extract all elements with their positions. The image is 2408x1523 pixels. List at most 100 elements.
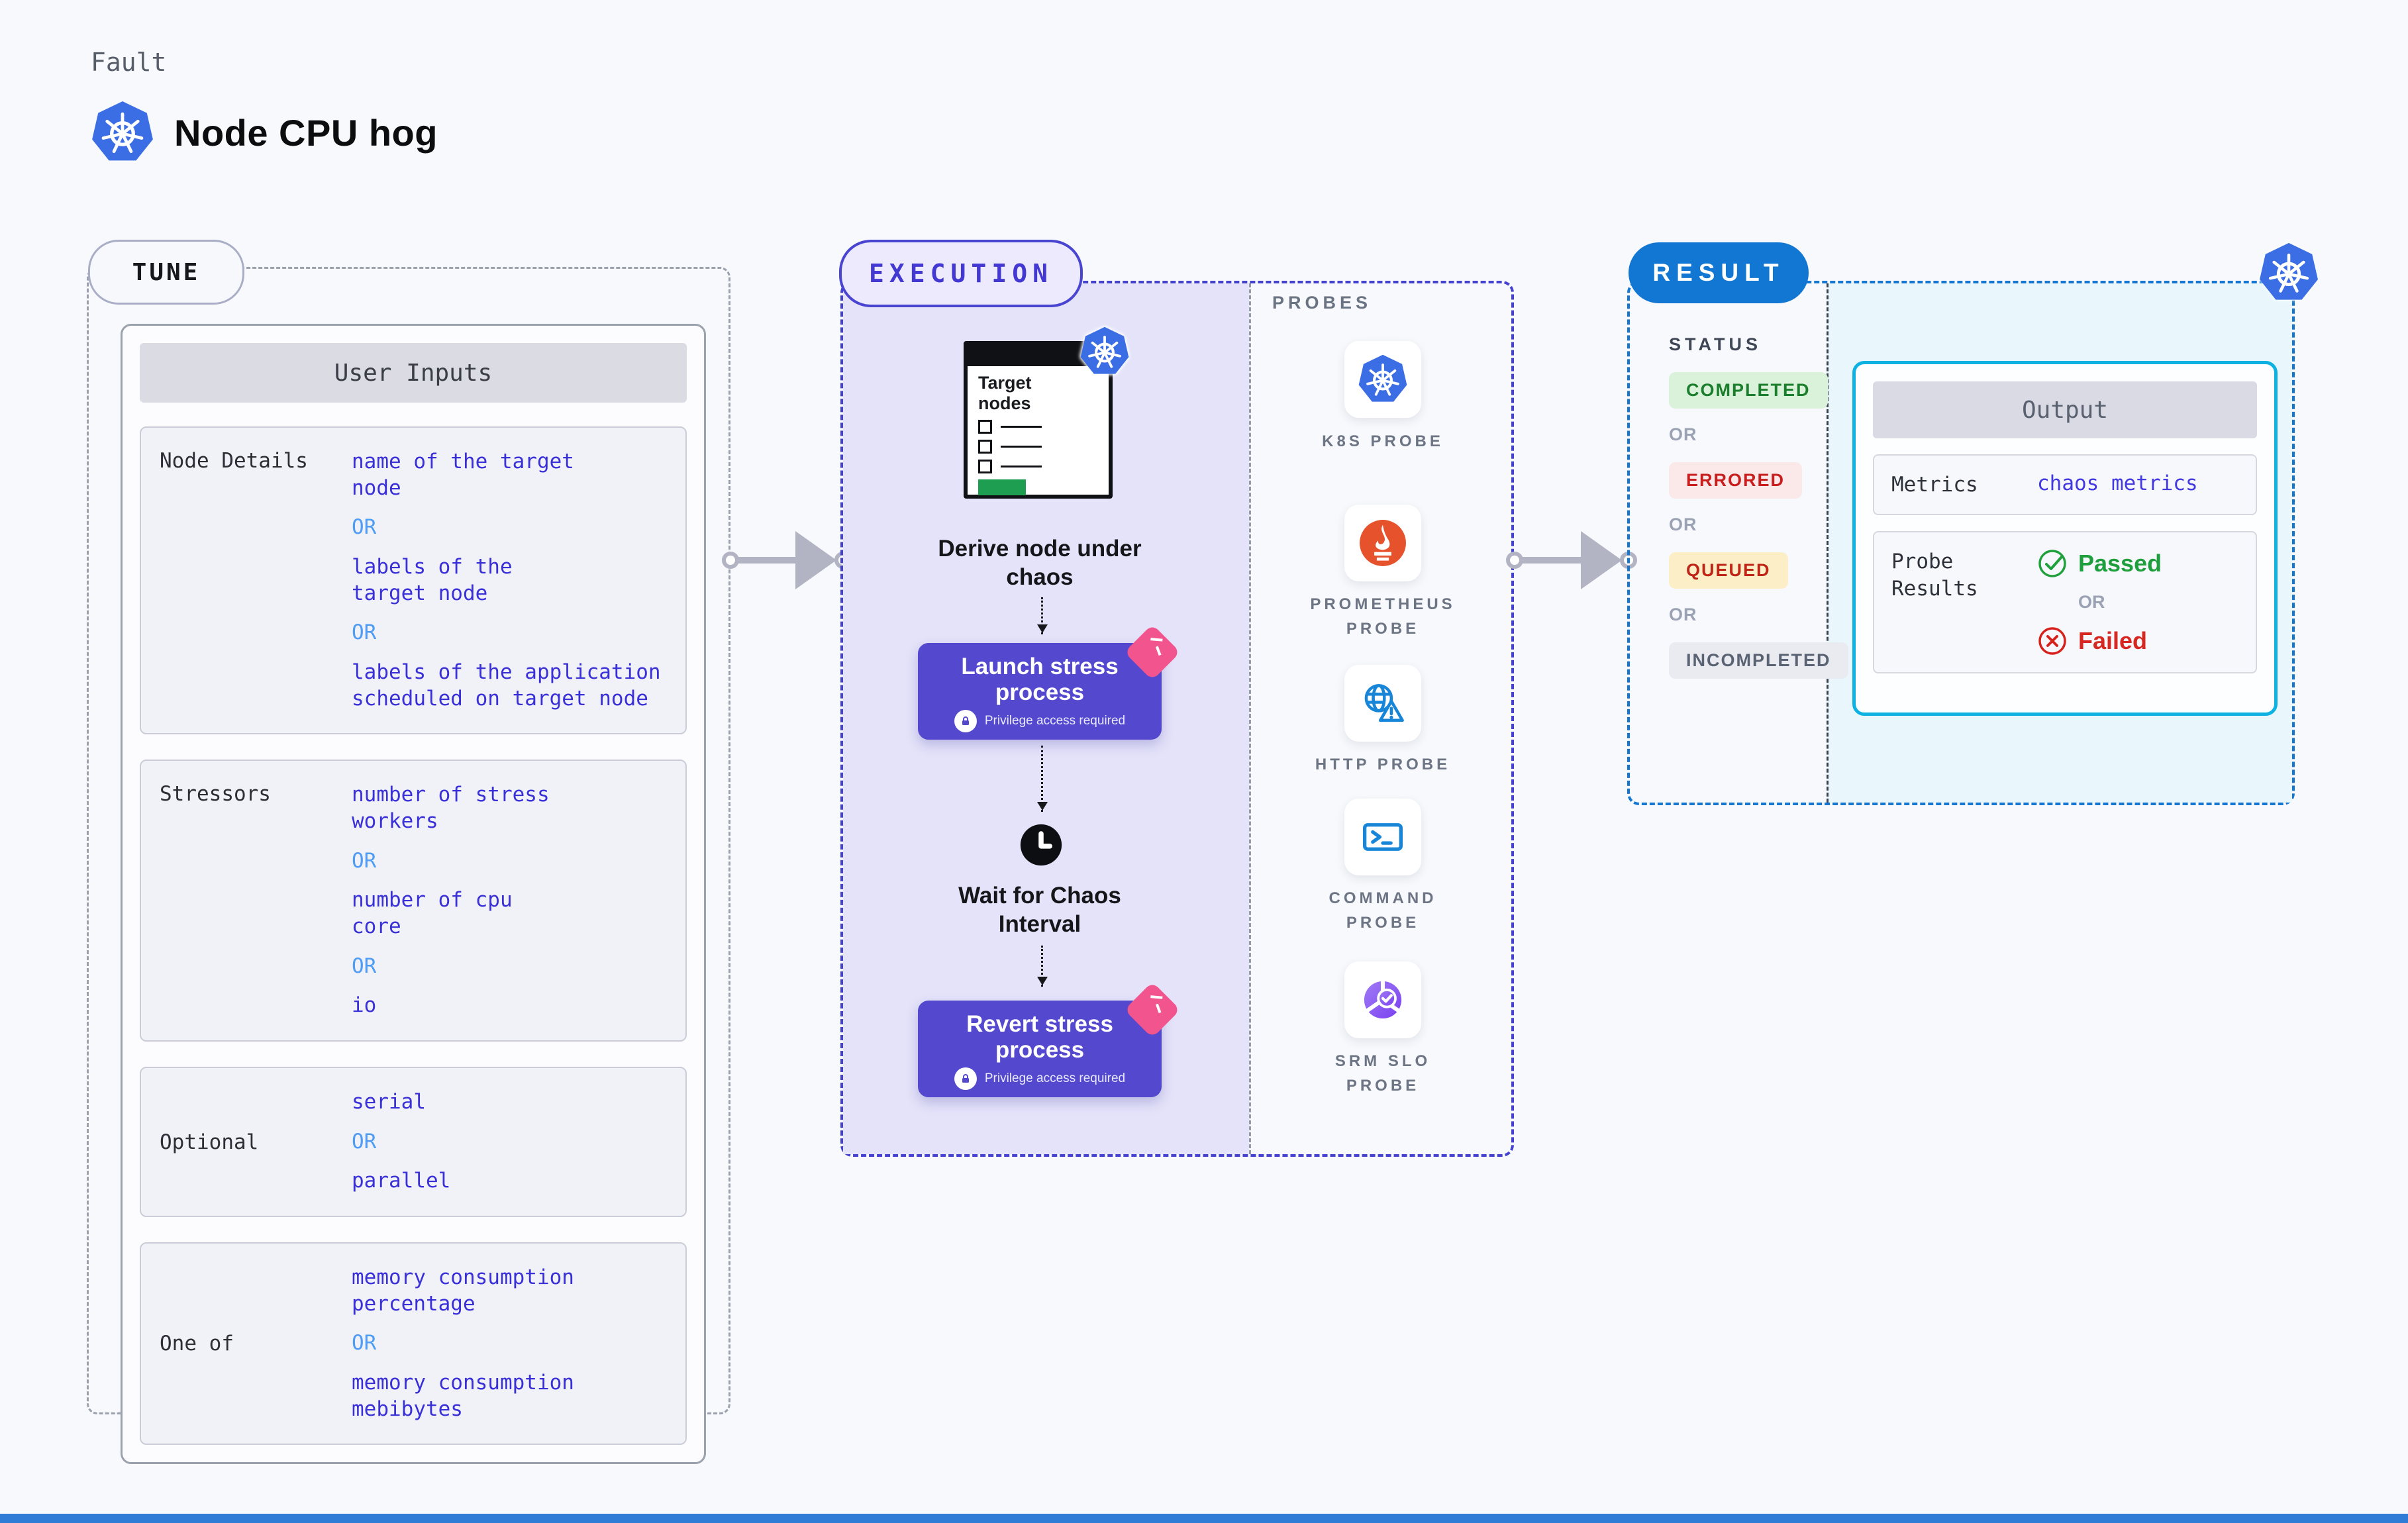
globe-alert-icon [1364, 684, 1404, 722]
row-values: number of stress workers OR number of cp… [352, 782, 550, 1019]
check-circle-icon [2038, 550, 2066, 578]
command-probe-label: COMMAND PROBE [1329, 889, 1437, 932]
or-label: OR [352, 620, 377, 645]
status-column: STATUS COMPLETED OR ERRORED OR QUEUED OR… [1669, 334, 1848, 679]
command-probe-card [1344, 799, 1421, 875]
srm-slo-probe-card [1344, 961, 1421, 1038]
launch-stress-button[interactable]: Launch stress process Privilege access r… [918, 624, 1181, 740]
checkbox-row [978, 420, 1098, 434]
probes-partition-line [1249, 283, 1251, 1154]
slo-donut-icon [1364, 979, 1402, 1019]
checkbox-icon [978, 420, 992, 434]
failed-label: Failed [2078, 627, 2148, 655]
row-values: serial OR parallel [352, 1089, 450, 1195]
row-one-of: One of memory consumption percentage OR … [140, 1242, 687, 1446]
status-badge-completed: COMPLETED [1669, 372, 1828, 409]
row-label: One of [160, 1332, 234, 1356]
kubernetes-icon [1358, 354, 1408, 405]
privilege-note: Privilege access required [984, 1071, 1126, 1086]
target-nodes-card: Target nodes [964, 341, 1113, 499]
k8s-probe-card [1344, 341, 1421, 418]
http-probe-label: HTTP PROBE [1315, 756, 1451, 773]
row-values: name of the target node OR labels of the… [352, 449, 661, 712]
wait-chaos-caption: Wait for Chaos Interval [958, 883, 1121, 937]
value: parallel [352, 1169, 451, 1193]
status-badge-errored: ERRORED [1669, 462, 1803, 499]
checkbox-icon [978, 440, 992, 454]
status-badge-incompleted: INCOMPLETED [1669, 642, 1848, 679]
checkbox-row [978, 460, 1098, 474]
metrics-value: chaos metrics [2037, 471, 2198, 495]
or-label: OR [1669, 424, 1697, 444]
value: io [352, 993, 377, 1018]
failed-line: Failed [2037, 626, 2162, 656]
page-header: Node CPU hog [91, 101, 438, 164]
row-stressors: Stressors number of stress workers OR nu… [140, 760, 687, 1042]
kubernetes-icon [1079, 326, 1130, 377]
dotted-arrow [1037, 946, 1048, 987]
result-pill[interactable]: RESULT [1629, 242, 1809, 303]
or-label: OR [352, 954, 377, 978]
probes-label: PROBES [1272, 293, 1372, 313]
passed-label: Passed [2078, 550, 2162, 577]
value: memory consumption percentage [352, 1265, 574, 1316]
or-label: OR [2078, 592, 2105, 613]
row-label: Node Details [160, 449, 308, 473]
user-inputs-header: User Inputs [140, 343, 687, 403]
revert-stress-button[interactable]: Revert stress process Privilege access r… [918, 981, 1181, 1097]
prometheus-icon [1360, 520, 1406, 566]
execution-pill[interactable]: EXECUTION [839, 240, 1083, 307]
srm-slo-probe-label: SRM SLO PROBE [1334, 1052, 1431, 1095]
metrics-row: Metrics chaos metrics [1873, 454, 2257, 516]
derive-node-caption: Derive node under chaos [938, 536, 1142, 590]
lock-icon [954, 1067, 977, 1091]
row-node-details: Node Details name of the target node OR … [140, 426, 687, 735]
green-progress-bar [978, 479, 1026, 496]
terminal-icon [1362, 823, 1403, 851]
http-probe-card [1344, 665, 1421, 742]
or-label: OR [1669, 515, 1697, 534]
kubernetes-icon [2258, 242, 2319, 303]
or-label: OR [352, 515, 377, 540]
or-label: OR [352, 1331, 377, 1355]
status-badge-queued: QUEUED [1669, 552, 1788, 589]
output-card: Output Metrics chaos metrics Probe Resul… [1852, 361, 2278, 716]
or-label: OR [352, 1129, 377, 1154]
value: serial [352, 1090, 426, 1114]
metrics-label: Metrics [1891, 473, 1978, 497]
user-inputs-rows: Node Details name of the target node OR … [140, 426, 687, 1446]
x-circle-icon [2038, 627, 2066, 656]
value: number of cpu core [352, 888, 513, 939]
row-label: Stressors [160, 782, 271, 807]
dotted-arrow [1037, 746, 1048, 812]
revert-stress-title: Revert stress process [966, 1011, 1113, 1063]
flow-arrow-execution-to-result [1506, 530, 1638, 591]
target-nodes-title: Target nodes [978, 373, 1032, 414]
passed-line: Passed [2037, 548, 2162, 579]
k8s-probe-label: K8S PROBE [1322, 432, 1444, 450]
or-label: OR [352, 848, 377, 873]
or-label: OR [1669, 605, 1697, 624]
kubernetes-icon [91, 101, 154, 164]
probe-results-row: Probe Results Passed OR Failed [1873, 531, 2257, 674]
value: memory consumption mebibytes [352, 1371, 574, 1421]
prometheus-probe-label: PROMETHEUS PROBE [1310, 595, 1456, 638]
bottom-blue-bar [0, 1514, 2408, 1523]
page-title: Node CPU hog [174, 111, 438, 154]
value: labels of the target node [352, 555, 513, 605]
prometheus-probe-card [1344, 505, 1421, 581]
clock-icon [1019, 823, 1063, 867]
checkbox-row [978, 440, 1098, 454]
row-values: memory consumption percentage OR memory … [352, 1265, 574, 1422]
tune-pill[interactable]: TUNE [88, 240, 244, 305]
value: number of stress workers [352, 783, 550, 834]
value: labels of the application scheduled on t… [352, 660, 661, 711]
flow-arrow-tune-to-execution [722, 530, 854, 591]
probe-results-label: Probe Results [1891, 550, 1978, 601]
launch-stress-title: Launch stress process [961, 654, 1119, 706]
checkbox-icon [978, 460, 992, 474]
lock-icon [954, 710, 977, 733]
value: name of the target node [352, 450, 574, 500]
privilege-note: Privilege access required [984, 714, 1126, 728]
